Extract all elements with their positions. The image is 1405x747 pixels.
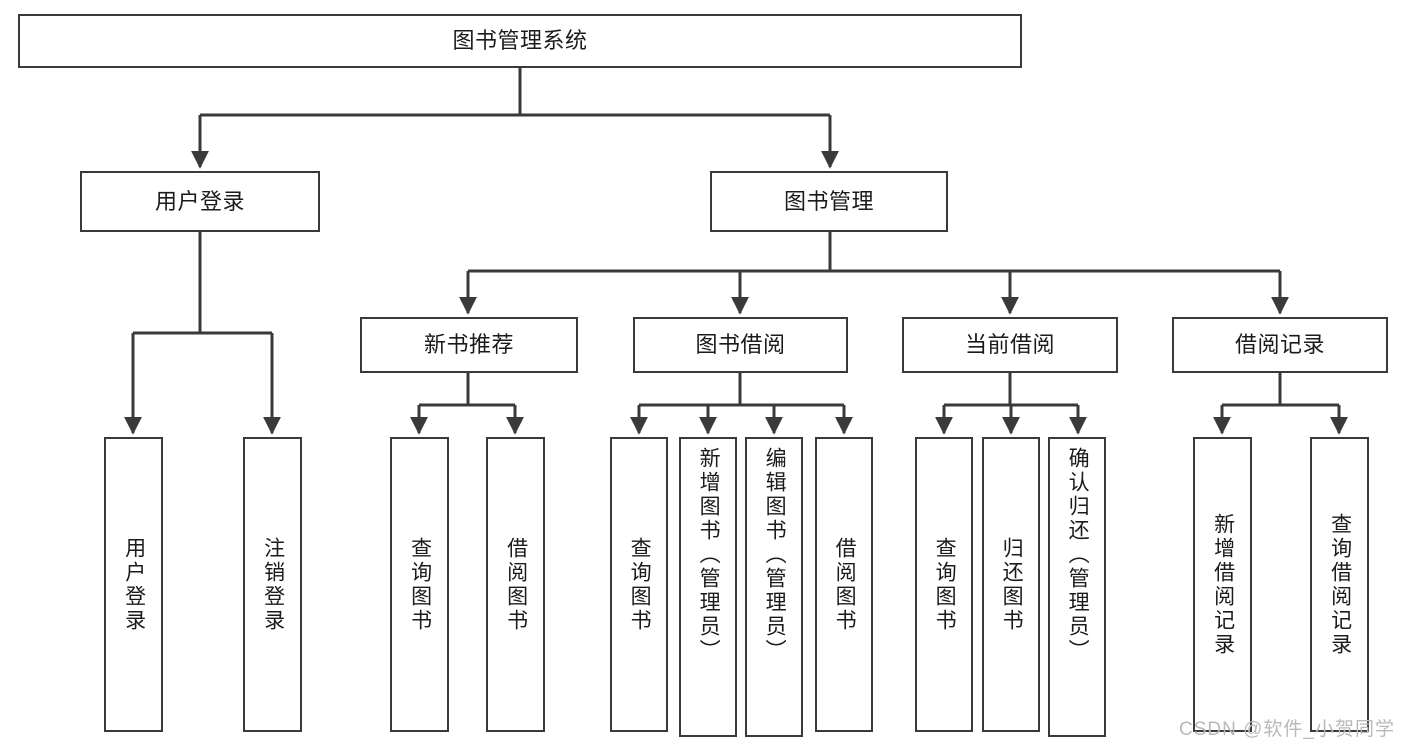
- node-root[interactable]: 图书管理系统: [18, 14, 1022, 68]
- leaf-current-confirm-return-label: 确认归还（管理员）: [1066, 447, 1090, 663]
- node-book-management[interactable]: 图书管理: [710, 171, 948, 232]
- leaf-borrow-edit-book[interactable]: 编辑图书（管理员）: [745, 437, 803, 737]
- leaf-logout[interactable]: 注销登录: [243, 437, 302, 732]
- node-book-borrow-label: 图书借阅: [695, 332, 786, 358]
- leaf-user-login-label: 用户登录: [122, 536, 146, 633]
- node-user-login-label: 用户登录: [154, 188, 245, 214]
- leaf-logout-label: 注销登录: [261, 536, 285, 633]
- leaf-newbook-borrow-book[interactable]: 借阅图书: [486, 437, 545, 732]
- leaf-borrow-edit-book-label: 编辑图书（管理员）: [763, 447, 787, 663]
- leaf-current-query-book-label: 查询图书: [933, 536, 957, 633]
- leaf-user-login[interactable]: 用户登录: [104, 437, 163, 732]
- node-user-login[interactable]: 用户登录: [80, 171, 320, 232]
- node-new-book-recommend-label: 新书推荐: [423, 332, 514, 358]
- leaf-current-query-book[interactable]: 查询图书: [915, 437, 973, 732]
- node-new-book-recommend[interactable]: 新书推荐: [360, 317, 578, 373]
- node-book-management-label: 图书管理: [783, 188, 874, 214]
- node-current-borrow[interactable]: 当前借阅: [902, 317, 1118, 373]
- node-root-label: 图书管理系统: [452, 28, 588, 54]
- leaf-borrow-borrow-book-label: 借阅图书: [833, 536, 857, 633]
- leaf-newbook-borrow-book-label: 借阅图书: [504, 536, 528, 633]
- node-borrow-record[interactable]: 借阅记录: [1172, 317, 1388, 373]
- leaf-borrow-query-book-label: 查询图书: [628, 536, 652, 633]
- leaf-record-query-record-label: 查询借阅记录: [1328, 512, 1352, 657]
- leaf-current-return-book-label: 归还图书: [1000, 536, 1024, 633]
- leaf-record-add-record-label: 新增借阅记录: [1211, 512, 1235, 657]
- leaf-newbook-query-book-label: 查询图书: [408, 536, 432, 633]
- node-current-borrow-label: 当前借阅: [964, 332, 1055, 358]
- node-book-borrow[interactable]: 图书借阅: [633, 317, 848, 373]
- leaf-borrow-query-book[interactable]: 查询图书: [610, 437, 668, 732]
- leaf-borrow-add-book-label: 新增图书（管理员）: [697, 447, 721, 663]
- leaf-record-query-record[interactable]: 查询借阅记录: [1310, 437, 1369, 732]
- leaf-current-return-book[interactable]: 归还图书: [982, 437, 1040, 732]
- leaf-record-add-record[interactable]: 新增借阅记录: [1193, 437, 1252, 732]
- watermark: CSDN @软件_小贺同学: [1179, 719, 1395, 740]
- leaf-borrow-borrow-book[interactable]: 借阅图书: [815, 437, 873, 732]
- leaf-newbook-query-book[interactable]: 查询图书: [390, 437, 449, 732]
- node-borrow-record-label: 借阅记录: [1234, 332, 1325, 358]
- leaf-current-confirm-return[interactable]: 确认归还（管理员）: [1048, 437, 1106, 737]
- leaf-borrow-add-book[interactable]: 新增图书（管理员）: [679, 437, 737, 737]
